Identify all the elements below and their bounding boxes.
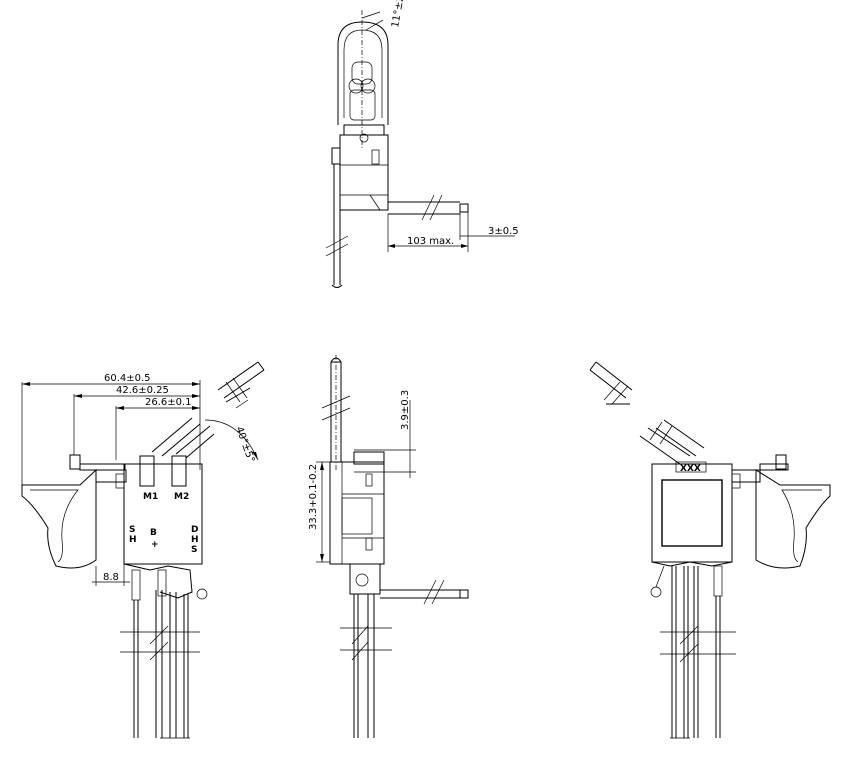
terminal-m1-label: M1	[143, 492, 158, 502]
center-dim-height: 33.3+0.1-0.2	[308, 464, 319, 530]
terminal-b-label: B	[150, 528, 157, 538]
right-handle	[755, 469, 831, 569]
center-view: 3.9±0.3 33.3+0.1-0.2	[308, 355, 469, 738]
terminal-h-label: H	[129, 535, 137, 545]
center-body	[329, 461, 385, 565]
left-dim-angle: 40°±5°	[233, 425, 256, 464]
left-view: 60.4±0.5 42.6±0.25 26.6±0.1 40°±5°	[21, 361, 265, 739]
left-dim-mid: 42.6±0.25	[116, 385, 169, 396]
top-length-label: 103 max.	[407, 236, 454, 247]
left-handle	[21, 468, 97, 569]
left-dim-inner: 26.6±0.1	[145, 397, 192, 408]
top-tip-label: 3±0.5	[488, 226, 519, 237]
left-body	[123, 463, 203, 565]
terminal-d-label: D	[191, 525, 198, 535]
left-dim-overall: 60.4±0.5	[104, 373, 151, 384]
top-body	[339, 134, 389, 211]
top-angle-label: 11°±2°	[390, 0, 407, 29]
top-cap-outline	[337, 21, 389, 125]
terminal-m2-label: M2	[174, 492, 189, 502]
terminal-h2-label: H	[191, 535, 199, 545]
left-dim-bottom: 8.8	[103, 572, 119, 583]
right-window	[661, 479, 723, 547]
right-marking: XXX	[680, 464, 701, 474]
right-view: XXX	[589, 361, 831, 739]
top-view: 11°±2° 103 max. 3±0.5	[325, 0, 519, 288]
center-dim-offset: 3.9±0.3	[400, 390, 411, 430]
terminal-s-label: S	[129, 525, 135, 535]
terminal-s2-label: S	[191, 545, 197, 555]
right-body	[651, 463, 733, 563]
terminal-b-sign: +	[151, 540, 159, 550]
